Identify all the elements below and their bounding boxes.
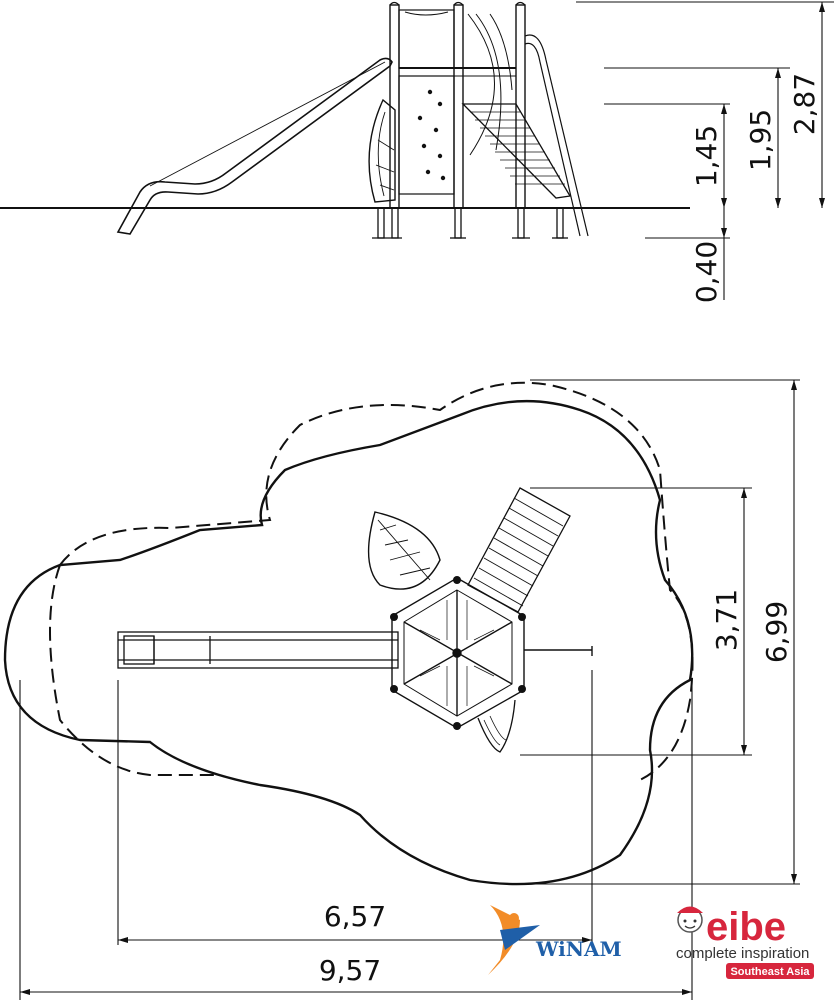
foundations <box>372 207 568 239</box>
dim-width-total: 9,57 <box>319 954 381 987</box>
winam-logo: WiNAM <box>488 905 622 975</box>
dim-total-height: 2,87 <box>788 73 821 135</box>
dim-deck-height: 1,95 <box>744 109 777 171</box>
plan-dimension-lines <box>19 379 800 1000</box>
post-mid <box>453 4 464 209</box>
eibe-face-icon <box>677 906 703 933</box>
eibe-logo: eibe complete inspiration Southeast Asia <box>676 905 814 979</box>
winam-wordmark: WiNAM <box>535 937 622 961</box>
dim-width-structure: 6,57 <box>324 900 386 933</box>
rope-net <box>467 13 513 156</box>
dim-depth-structure: 3,71 <box>710 589 743 651</box>
leaf-panel-side <box>368 98 396 203</box>
plan-view <box>3 379 800 1000</box>
side-elevation-view <box>0 1 834 300</box>
dim-platform-height: 1,45 <box>690 125 723 187</box>
eibe-tagline: complete inspiration <box>676 945 809 962</box>
impact-area <box>3 399 694 886</box>
side-dimension-lines <box>576 1 834 300</box>
leaf-panel-plan <box>367 511 441 590</box>
eibe-region-text: Southeast Asia <box>730 966 810 978</box>
net-plan <box>477 699 516 753</box>
slide-plan <box>117 631 399 669</box>
handrail <box>524 34 589 237</box>
dim-foundation-depth: 0,40 <box>690 241 723 303</box>
eibe-region-badge <box>726 963 814 979</box>
hex-tower-plan <box>390 576 526 730</box>
climbing-wall-panel <box>398 75 455 195</box>
eibe-wordmark: eibe <box>706 905 786 949</box>
slide-side <box>116 57 393 235</box>
dim-depth-total: 6,99 <box>760 601 793 663</box>
handrail-plan <box>524 646 593 656</box>
climbing-ramp <box>461 103 572 199</box>
